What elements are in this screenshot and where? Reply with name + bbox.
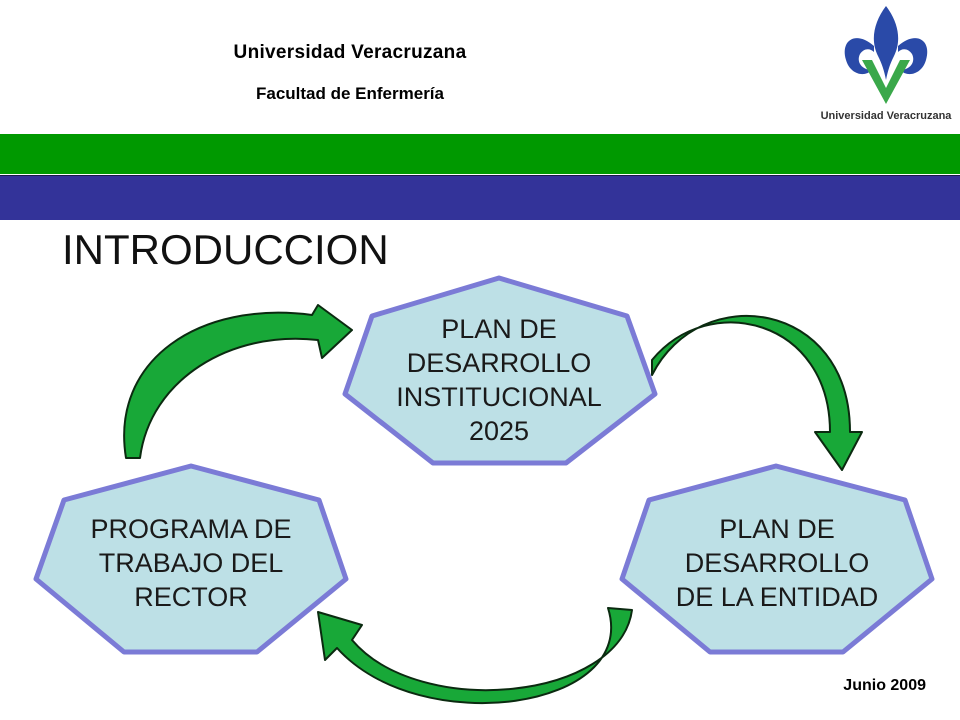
- node-left-label: RECTOR: [134, 582, 248, 612]
- header-band-blue: [0, 175, 960, 220]
- logo-caption: Universidad Veracruzana: [820, 110, 952, 122]
- header-band-green: [0, 134, 960, 174]
- node-top-shape: [342, 275, 658, 466]
- arrow-top-to-right-icon: [651, 315, 863, 471]
- node-left-label: PROGRAMA DE: [90, 514, 291, 544]
- footer-date: Junio 2009: [843, 677, 926, 694]
- university-name: Universidad Veracruzana: [233, 42, 467, 63]
- arrow-right-to-left-icon: [317, 607, 633, 705]
- fleur-de-lis-logo-icon: [844, 6, 928, 104]
- node-left-label: TRABAJO DEL: [99, 548, 284, 578]
- university-logo: [812, 0, 960, 130]
- node-top-label: INSTITUCIONAL: [396, 382, 602, 412]
- node-right-label: DESARROLLO: [685, 548, 870, 578]
- node-top-label: PLAN DE: [441, 314, 557, 344]
- node-top-label: 2025: [469, 416, 529, 446]
- faculty-name: Facultad de Enfermería: [255, 84, 444, 103]
- node-right-label: PLAN DE: [719, 514, 835, 544]
- arrow-left-to-top-icon: [123, 304, 353, 459]
- node-right-label: DE LA ENTIDAD: [676, 582, 879, 612]
- node-top-label: DESARROLLO: [407, 348, 592, 378]
- page-title: INTRODUCCION: [62, 226, 389, 273]
- node-left-shape: [33, 463, 349, 655]
- node-right-shape: [619, 463, 935, 655]
